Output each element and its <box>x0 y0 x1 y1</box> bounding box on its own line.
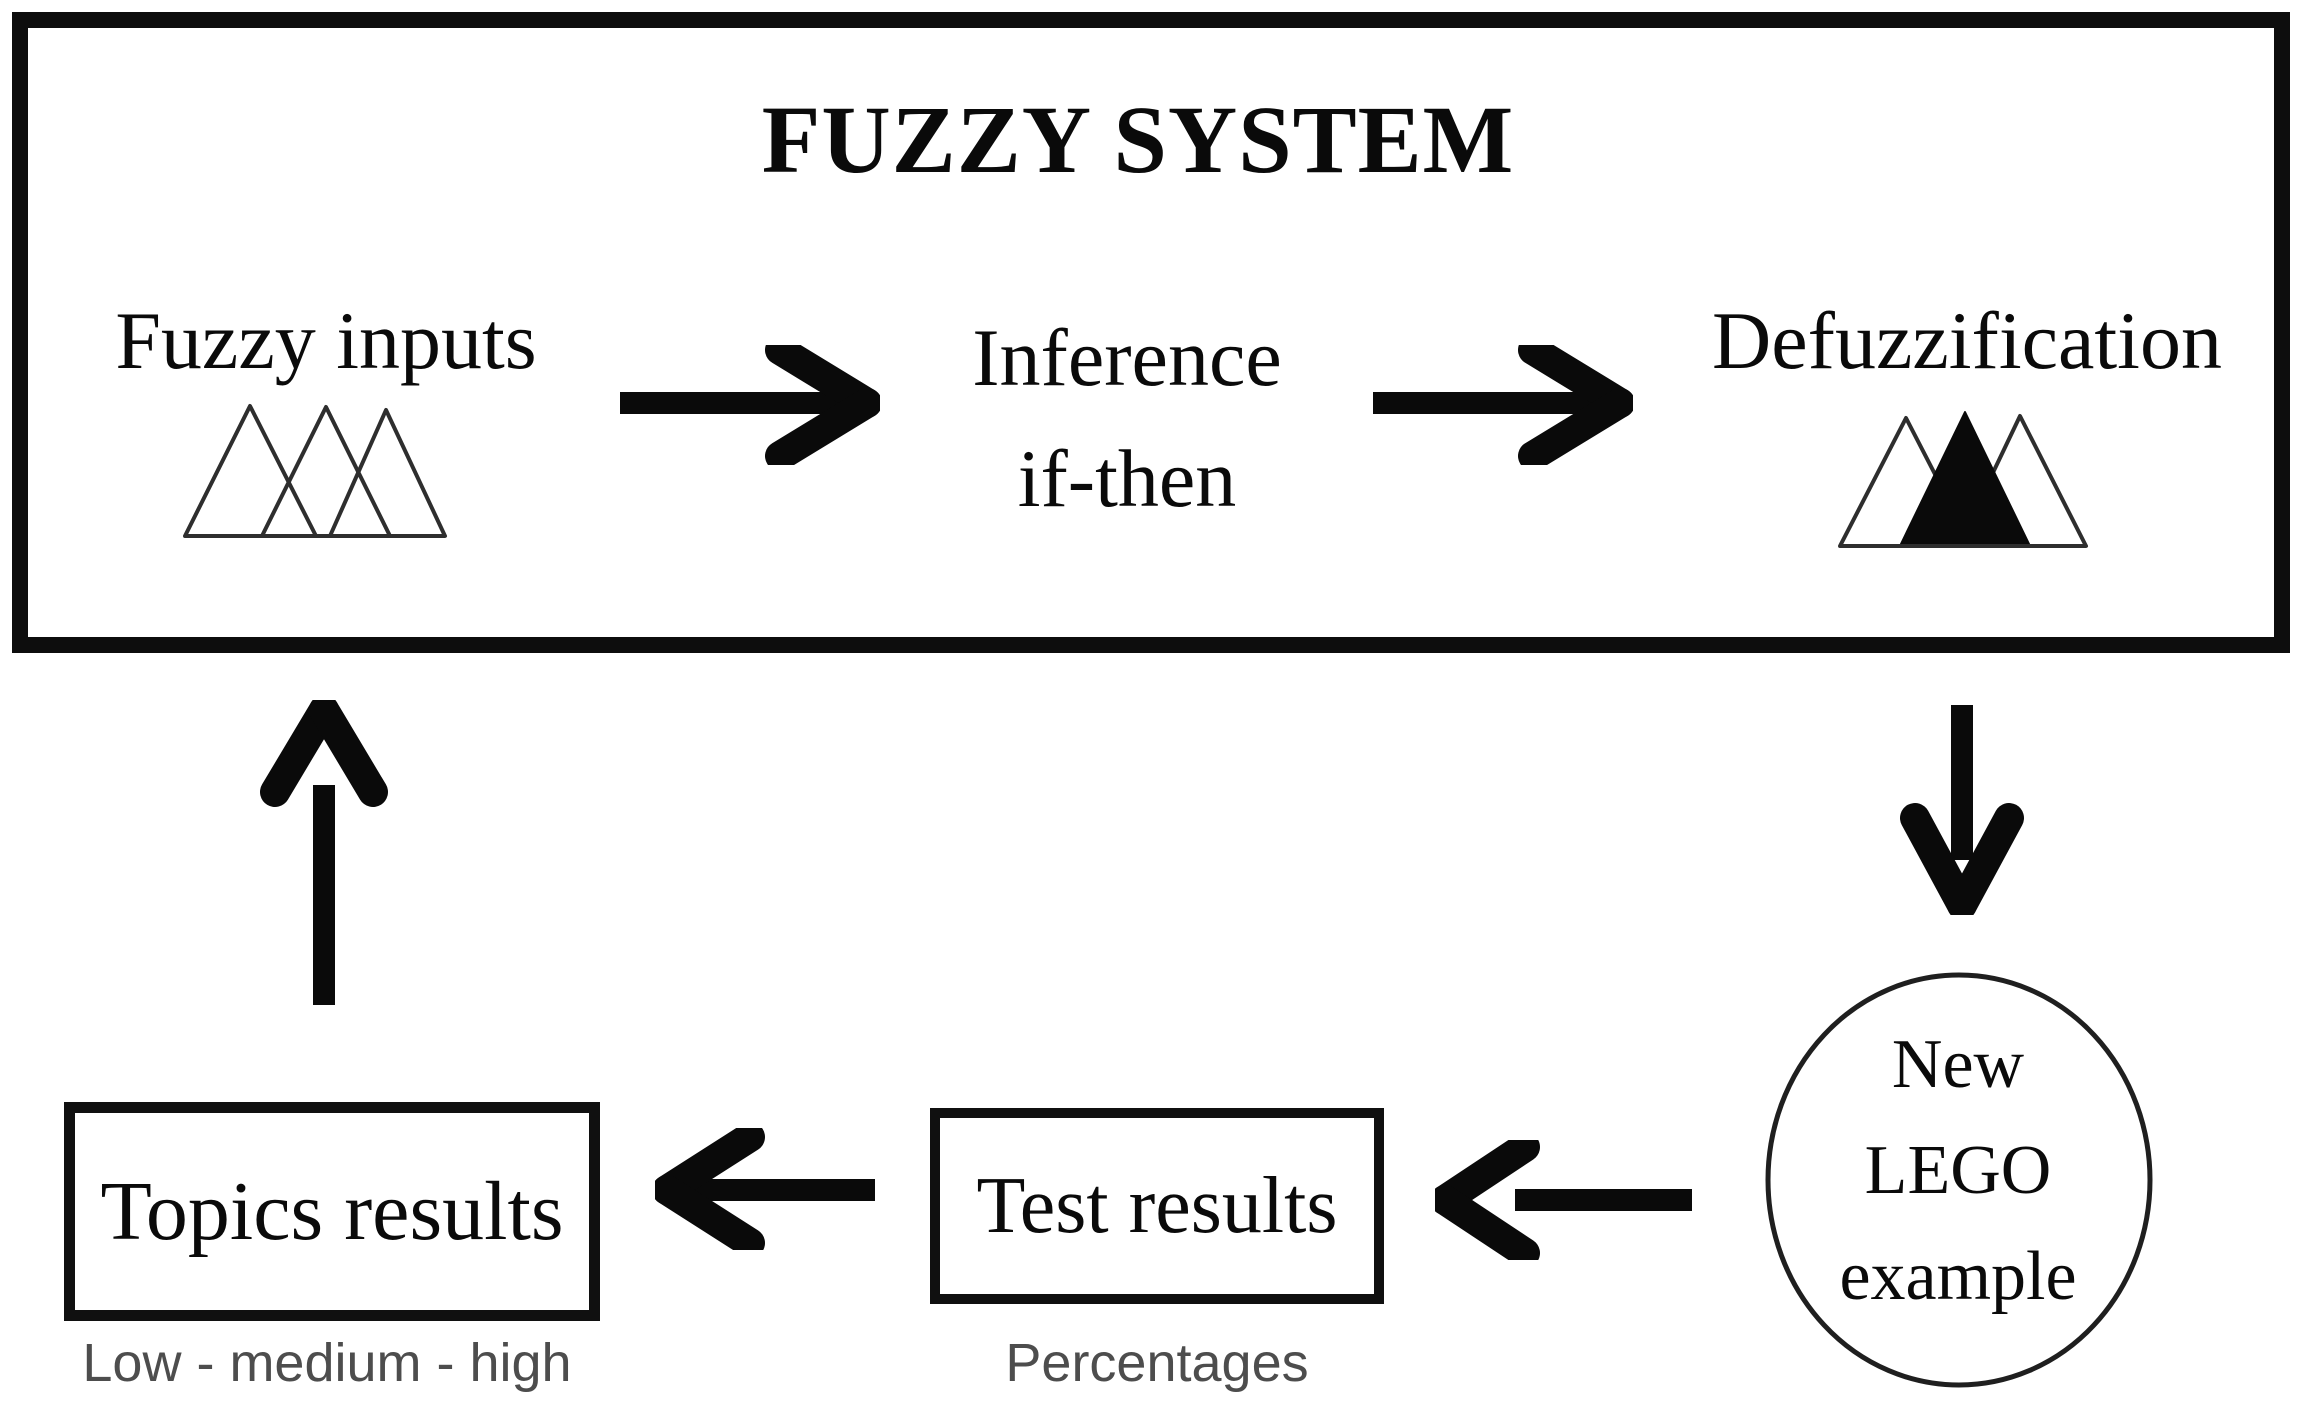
topics-results-label: Topics results <box>100 1165 564 1258</box>
arrow-topics-results-to-fuzzy-system <box>260 700 388 1005</box>
new-lego-example-line1: New <box>1891 1026 2025 1103</box>
test-results-caption: Percentages <box>1005 1333 1309 1393</box>
arrow-new-lego-example-to-test-results <box>1435 1140 1692 1260</box>
fuzzy-membership-triangles-icon <box>183 404 447 538</box>
arrow-test-results-to-topics-results <box>655 1128 875 1250</box>
fuzzy-system-box <box>12 12 2290 653</box>
test-results-label: Test results <box>976 1161 1338 1250</box>
inference-label: Inference if-then <box>972 298 1282 540</box>
new-lego-example-label: New LEGO example <box>1839 1012 2076 1330</box>
diagram-title: FUZZY SYSTEM <box>761 86 1515 193</box>
topics-results-caption: Low - medium - high <box>82 1333 572 1393</box>
new-lego-example-line2: LEGO <box>1864 1132 2052 1209</box>
arrow-fuzzy-inputs-to-inference <box>620 345 880 465</box>
arrow-defuzzification-to-new-lego-example <box>1900 705 2024 915</box>
defuzzification-label: Defuzzification <box>1712 295 2222 386</box>
topics-results-box: Topics results <box>64 1102 600 1321</box>
arrow-inference-to-defuzzification <box>1373 345 1633 465</box>
fuzzy-inputs-label: Fuzzy inputs <box>115 295 537 386</box>
inference-label-line2: if-then <box>1017 432 1237 524</box>
new-lego-example-line3: example <box>1839 1238 2077 1315</box>
defuzzified-membership-triangles-icon <box>1838 411 2088 548</box>
inference-label-line1: Inference <box>972 312 1282 403</box>
test-results-box: Test results <box>930 1108 1384 1304</box>
new-lego-example-circle <box>1765 972 2153 1388</box>
